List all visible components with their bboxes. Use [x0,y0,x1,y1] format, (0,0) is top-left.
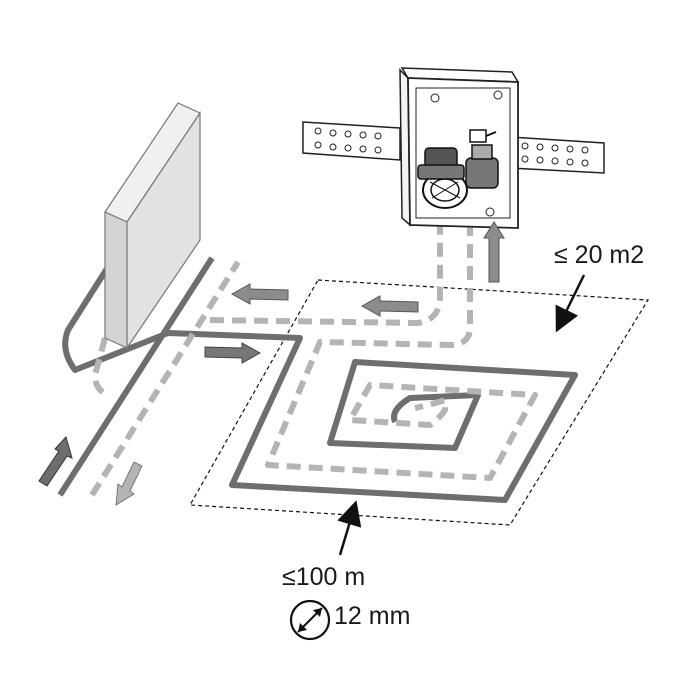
flow-arrow-riser-down [115,461,143,506]
length-callout-arrow [337,500,362,556]
heated-floor-area-outline [189,279,650,526]
return-temperature-limiter-icon [465,129,499,189]
thermostatic-valve-icon [417,147,468,209]
return-pipe-spiral [209,222,538,481]
flow-arrow-box-up [483,221,505,283]
area-callout-arrow [555,274,586,333]
mounting-plate-left [302,121,401,161]
pipe-length-label: ≤100 m [282,563,366,591]
return-pipe-riser [89,260,241,497]
supply-pipe-riser [57,246,215,497]
radiator-icon [104,102,201,350]
flow-arrow-riser-up [38,436,73,487]
flow-arrow-return-left-upper [360,295,419,317]
diameter-symbol-icon [289,599,331,641]
mounting-plate-right [509,136,605,174]
pipe-diameter-label: 12 mm [334,602,411,630]
flow-arrow-return-left-lower [230,283,289,305]
flush-mount-control-box-icon [302,67,605,229]
heated-area-label: ≤ 20 m2 [554,241,645,269]
flow-arrow-supply-right [204,342,262,364]
supply-pipe-spiral [167,330,578,503]
